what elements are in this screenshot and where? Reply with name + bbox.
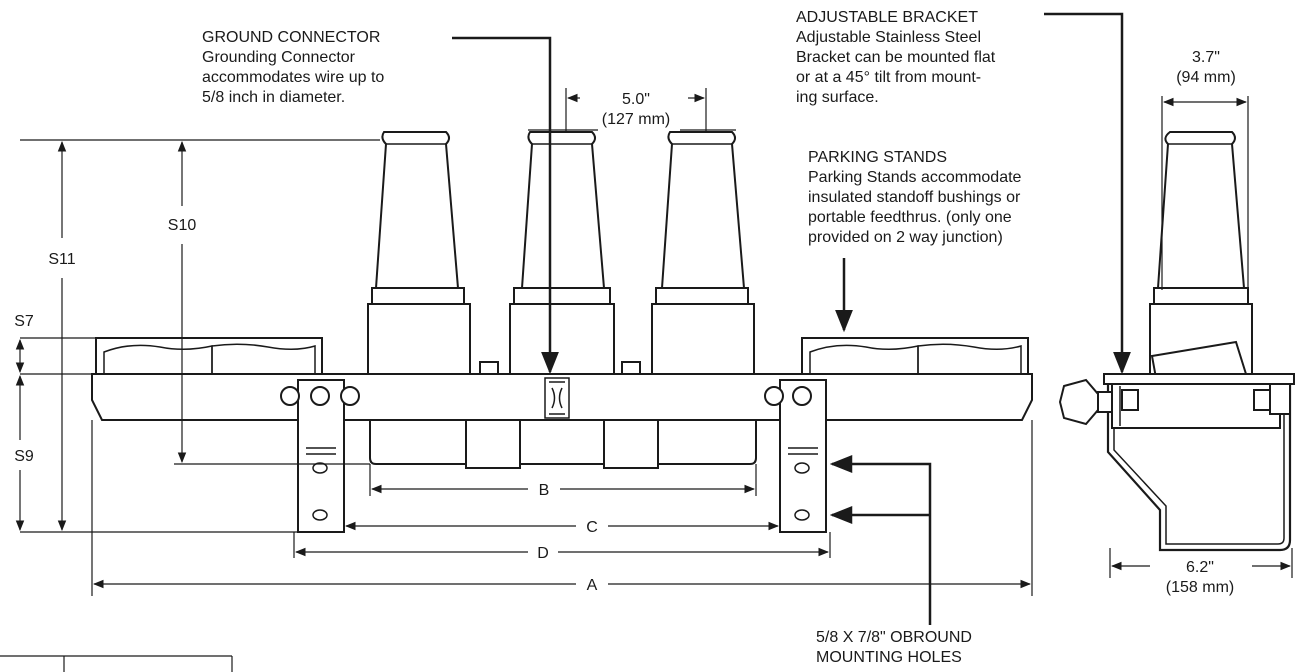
front-view (91, 131, 1033, 533)
dim-C: C (586, 519, 598, 536)
side-bottom-inches: 6.2" (1186, 559, 1214, 576)
holes-label-2: MOUNTING HOLES (816, 649, 962, 666)
side-view (1058, 131, 1295, 552)
holes-label-1: 5/8 X 7/8" OBROUND (816, 629, 972, 646)
bracket-desc-2: Bracket can be mounted flat (796, 49, 996, 66)
dim-S9: S9 (14, 448, 34, 465)
bushing-3 (651, 131, 755, 375)
bracket-desc-1: Adjustable Stainless Steel (796, 29, 981, 46)
dim-D: D (537, 545, 549, 562)
parking-desc-3: portable feedthrus. (only one (808, 209, 1012, 226)
dimension-lines (15, 88, 1293, 596)
bracket-right (764, 379, 827, 533)
ground-connector-title: GROUND CONNECTOR (202, 29, 380, 46)
labels: GROUND CONNECTOR Grounding Connector acc… (14, 9, 1236, 666)
side-bottom-mm: (158 mm) (1166, 579, 1234, 596)
operating-knob (1058, 378, 1099, 426)
spec-table-fragment (0, 655, 233, 672)
parking-desc-2: insulated standoff bushings or (808, 189, 1021, 206)
ground-connector-desc-2: accommodates wire up to (202, 69, 384, 86)
ground-connector-desc-3: 5/8 inch in diameter. (202, 89, 345, 106)
parking-stand-right (801, 337, 1029, 375)
bracket-desc-4: ing surface. (796, 89, 879, 106)
parking-desc-1: Parking Stands accommodate (808, 169, 1022, 186)
dim-B: B (539, 482, 550, 499)
parking-stand-left (95, 337, 323, 375)
dim-A: A (587, 577, 598, 594)
bushing-1 (367, 131, 471, 375)
parking-title: PARKING STANDS (808, 149, 947, 166)
bracket-pointer (1044, 12, 1131, 375)
side-top-mm: (94 mm) (1176, 69, 1236, 86)
dim-S10: S10 (168, 217, 197, 234)
bushing-2 (509, 131, 615, 375)
parking-desc-4: provided on 2 way junction) (808, 229, 1003, 246)
side-top-inches: 3.7" (1192, 49, 1220, 66)
bracket-desc-3: or at a 45° tilt from mount- (796, 69, 981, 86)
holes-pointer-upper (829, 455, 932, 625)
dim-S7: S7 (14, 313, 34, 330)
ground-connector (544, 377, 570, 419)
callout-pointers (452, 12, 1131, 625)
bracket-title: ADJUSTABLE BRACKET (796, 9, 978, 26)
ground-connector-pointer (452, 36, 559, 375)
bracket-left (280, 379, 360, 533)
ground-connector-desc-1: Grounding Connector (202, 49, 356, 66)
spacing-mm: (127 mm) (602, 111, 670, 128)
dim-S11: S11 (48, 251, 75, 268)
spacing-inches: 5.0" (622, 91, 650, 108)
